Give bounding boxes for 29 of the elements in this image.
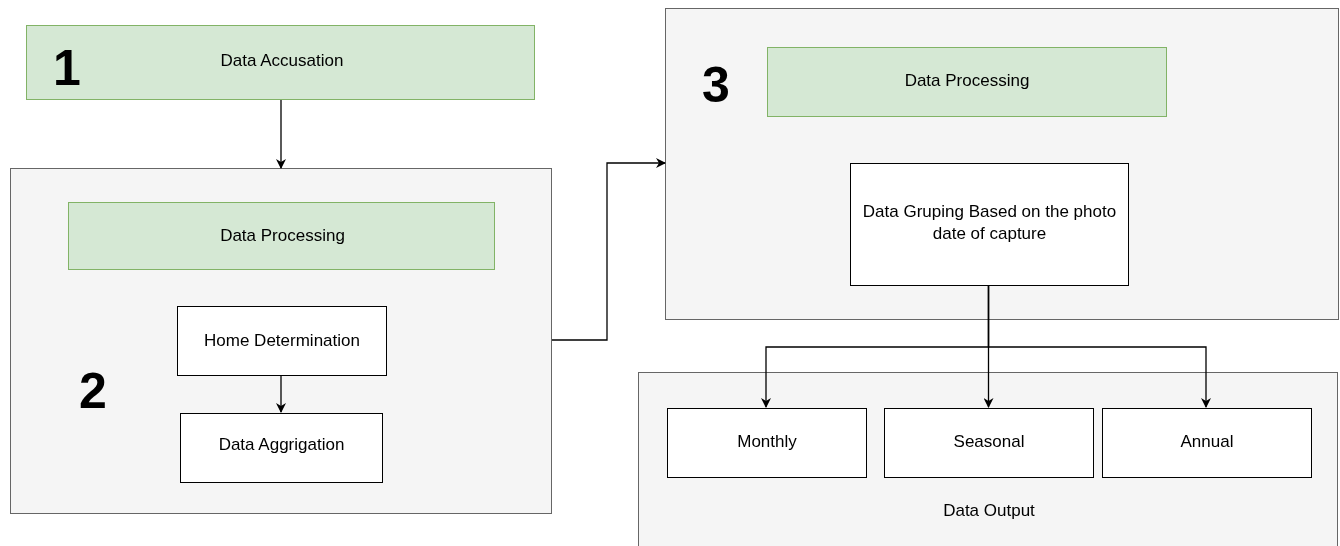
box-label: Data Aggrigation	[217, 434, 346, 456]
stage-panel	[10, 168, 552, 514]
output-panel	[638, 372, 1338, 546]
arrow	[276, 99, 286, 169]
process-box	[177, 306, 387, 376]
box-label: Seasonal	[952, 431, 1026, 453]
arrow	[551, 158, 666, 341]
arrow	[276, 374, 286, 413]
output-box	[1102, 408, 1312, 478]
box-label: Data Gruping Based on the photo date of capture	[861, 201, 1118, 246]
process-box	[850, 163, 1129, 286]
stage-panel	[665, 8, 1339, 320]
process-box	[180, 413, 383, 483]
stage-number: 1	[52, 39, 82, 98]
stage-number: 2	[78, 362, 108, 421]
box-label: Data Accusation	[219, 50, 345, 72]
box-label: Data Processing	[903, 70, 1031, 92]
arrow	[987, 284, 1211, 408]
output-box	[667, 408, 867, 478]
box-label: Data Processing	[219, 225, 346, 247]
process-box	[26, 25, 535, 100]
box-label: Annual	[1179, 431, 1235, 453]
box-label: Data Output	[942, 500, 1036, 522]
output-box	[884, 408, 1094, 478]
stage-number: 3	[701, 56, 731, 115]
box-label: Home Determination	[203, 330, 361, 352]
process-box	[767, 47, 1167, 117]
process-box	[68, 202, 495, 270]
box-label: Monthly	[736, 431, 798, 453]
